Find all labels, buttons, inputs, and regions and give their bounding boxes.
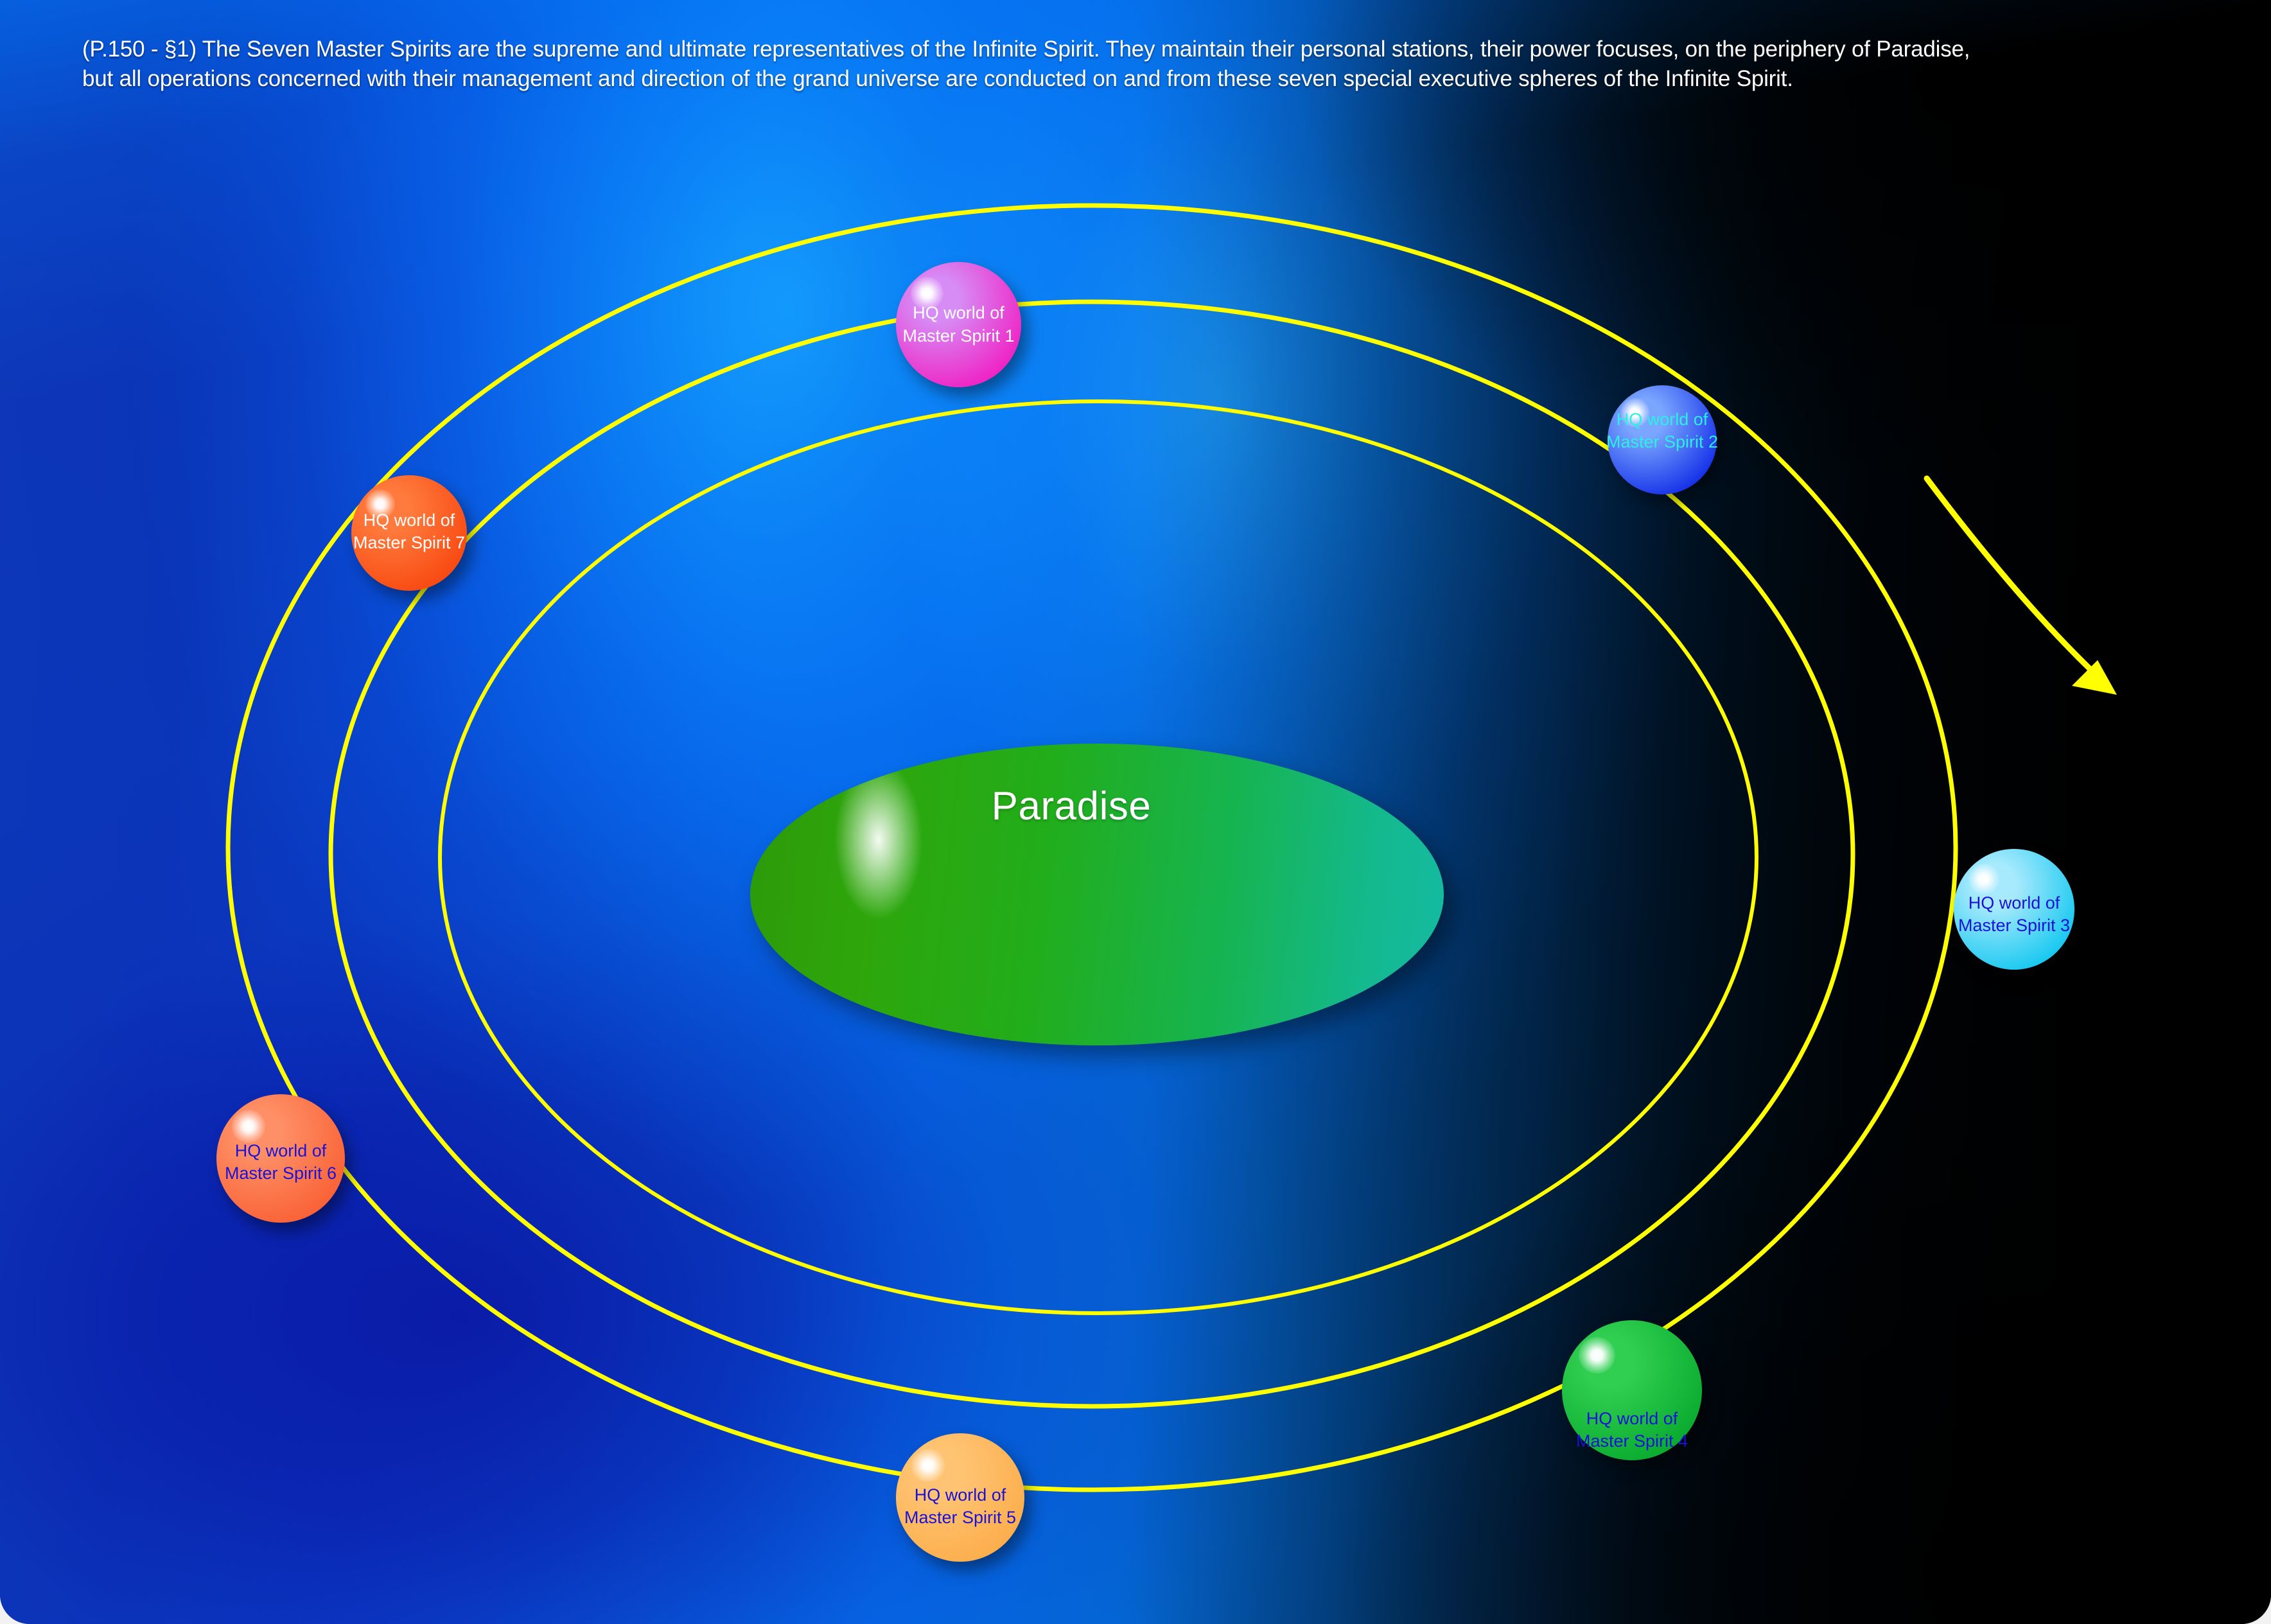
sphere-label-4: HQ world of Master Spirit 4 — [1576, 1408, 1688, 1453]
rotation-direction-arrow — [1924, 475, 2117, 695]
middle-orbit — [328, 299, 1855, 1409]
sphere-label-2: HQ world of Master Spirit 2 — [1606, 408, 1718, 453]
sphere-master-spirit-5[interactable]: HQ world of Master Spirit 5 — [896, 1433, 1024, 1562]
sphere-label-line2: Master Spirit 7 — [353, 533, 466, 552]
outer-orbit — [225, 203, 1958, 1492]
sphere-highlight-icon — [1579, 1337, 1615, 1374]
caption-text: (P.150 - §1) The Seven Master Spirits ar… — [82, 35, 2125, 94]
sphere-label-line2: Master Spirit 3 — [1958, 916, 2071, 935]
sphere-label-line2: Master Spirit 6 — [224, 1164, 337, 1183]
sphere-label-line1: HQ world of — [1616, 409, 1708, 429]
sphere-highlight-icon — [232, 1110, 265, 1143]
sphere-label-1: HQ world of Master Spirit 1 — [902, 302, 1014, 347]
sphere-label-line1: HQ world of — [914, 1485, 1006, 1505]
sphere-label-line2: Master Spirit 1 — [902, 326, 1015, 345]
caption-line-1: (P.150 - §1) The Seven Master Spirits ar… — [82, 37, 1970, 62]
sphere-master-spirit-2[interactable]: HQ world of Master Spirit 2 — [1606, 385, 1718, 494]
sphere-master-spirit-6[interactable]: HQ world of Master Spirit 6 — [216, 1094, 345, 1223]
paradise-ellipse: Paradise — [750, 744, 1444, 1045]
sphere-label-line2: Master Spirit 5 — [904, 1508, 1017, 1527]
sphere-label-5: HQ world of Master Spirit 5 — [904, 1484, 1016, 1529]
sphere-highlight-icon — [911, 1449, 945, 1482]
sphere-label-6: HQ world of Master Spirit 6 — [225, 1140, 337, 1185]
sphere-label-line2: Master Spirit 4 — [1575, 1431, 1688, 1451]
sphere-label-line2: Master Spirit 2 — [1606, 432, 1719, 451]
sphere-label-line1: HQ world of — [913, 303, 1004, 323]
sphere-label-line1: HQ world of — [1586, 1408, 1678, 1428]
sphere-label-7: HQ world of Master Spirit 7 — [353, 509, 465, 554]
caption-line-2: but all operations concerned with their … — [82, 66, 1793, 92]
sphere-master-spirit-3[interactable]: HQ world of Master Spirit 3 — [1954, 849, 2074, 970]
inner-orbit — [438, 399, 1758, 1315]
paradise-label: Paradise — [991, 784, 1152, 828]
sphere-label-line1: HQ world of — [1968, 893, 2060, 912]
sphere-label-3: HQ world of Master Spirit 3 — [1958, 892, 2070, 937]
sphere-master-spirit-1[interactable]: HQ world of Master Spirit 1 — [896, 262, 1021, 387]
sphere-master-spirit-7[interactable]: HQ world of Master Spirit 7 — [351, 475, 467, 591]
sphere-label-line1: HQ world of — [234, 1140, 327, 1160]
sphere-label-line1: HQ world of — [363, 510, 455, 530]
sphere-highlight-icon — [1968, 863, 2000, 895]
sphere-master-spirit-4[interactable]: HQ world of Master Spirit 4 — [1562, 1320, 1702, 1460]
